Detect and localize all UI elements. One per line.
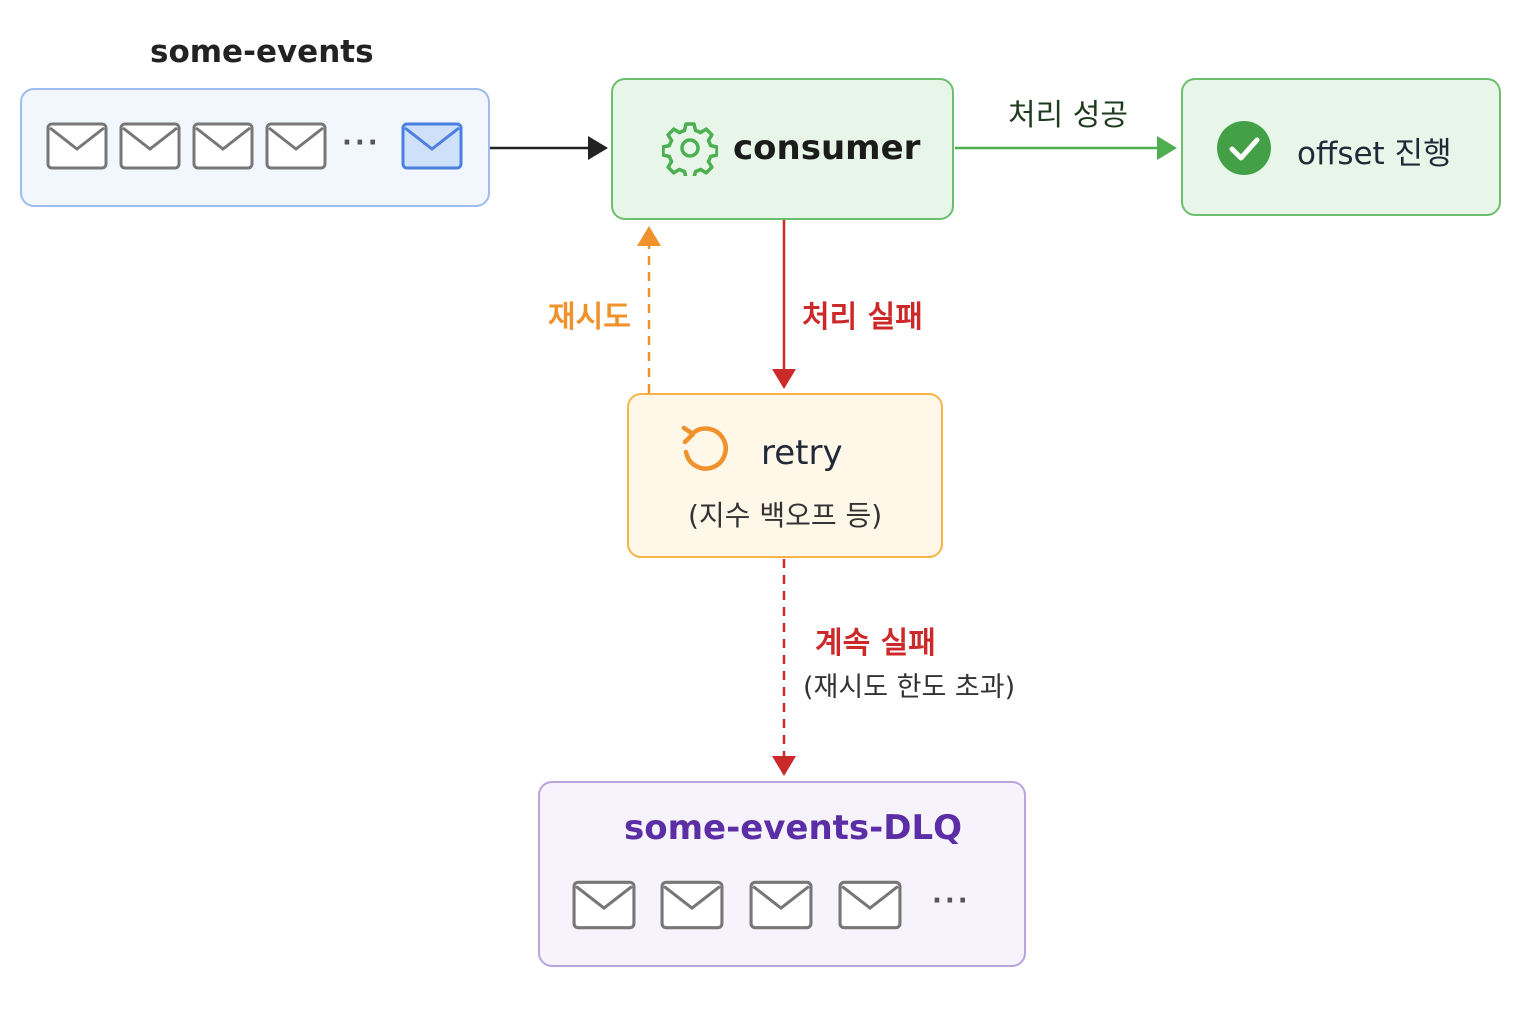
arrow-retry-to-dlq: [772, 559, 796, 776]
arrow-retry-to-consumer: [637, 226, 661, 393]
edge-label-success: 처리 성공: [1008, 98, 1128, 133]
dlq-node: [538, 781, 1026, 967]
check-circle-icon: [1216, 120, 1272, 176]
edge-label-keep-failing-note: (재시도 한도 초과): [803, 672, 1016, 703]
envelope-icon: [192, 122, 254, 170]
dlq-title: some-events-DLQ: [624, 808, 963, 848]
retry-sublabel: (지수 백오프 등): [688, 499, 883, 532]
offset-node: [1181, 78, 1501, 216]
envelope-icon: [660, 880, 724, 930]
retry-node: [627, 393, 943, 558]
offset-label: offset 진행: [1297, 136, 1452, 172]
consumer-label: consumer: [733, 128, 921, 168]
edge-label-retry-back: 재시도: [548, 300, 631, 335]
envelope-icon: [749, 880, 813, 930]
topic-title: some-events: [150, 34, 374, 70]
envelope-icon: [265, 122, 327, 170]
arrow-consumer-to-retry: [772, 220, 796, 389]
topic-ellipsis: ···: [342, 128, 381, 158]
envelope-icon: [46, 122, 108, 170]
edge-label-keep-failing: 계속 실패: [815, 626, 936, 661]
edge-label-failure: 처리 실패: [802, 300, 923, 335]
envelope-highlighted-icon: [401, 122, 463, 170]
retry-label: retry: [761, 433, 843, 473]
envelope-icon: [838, 880, 902, 930]
arrow-topic-to-consumer: [490, 136, 608, 160]
arrow-consumer-to-offset: [955, 136, 1177, 160]
refresh-icon: [678, 422, 732, 476]
gear-icon: [661, 120, 719, 180]
envelope-icon: [572, 880, 636, 930]
consumer-node: [611, 78, 954, 220]
envelope-icon: [119, 122, 181, 170]
dlq-ellipsis: ···: [932, 886, 971, 916]
